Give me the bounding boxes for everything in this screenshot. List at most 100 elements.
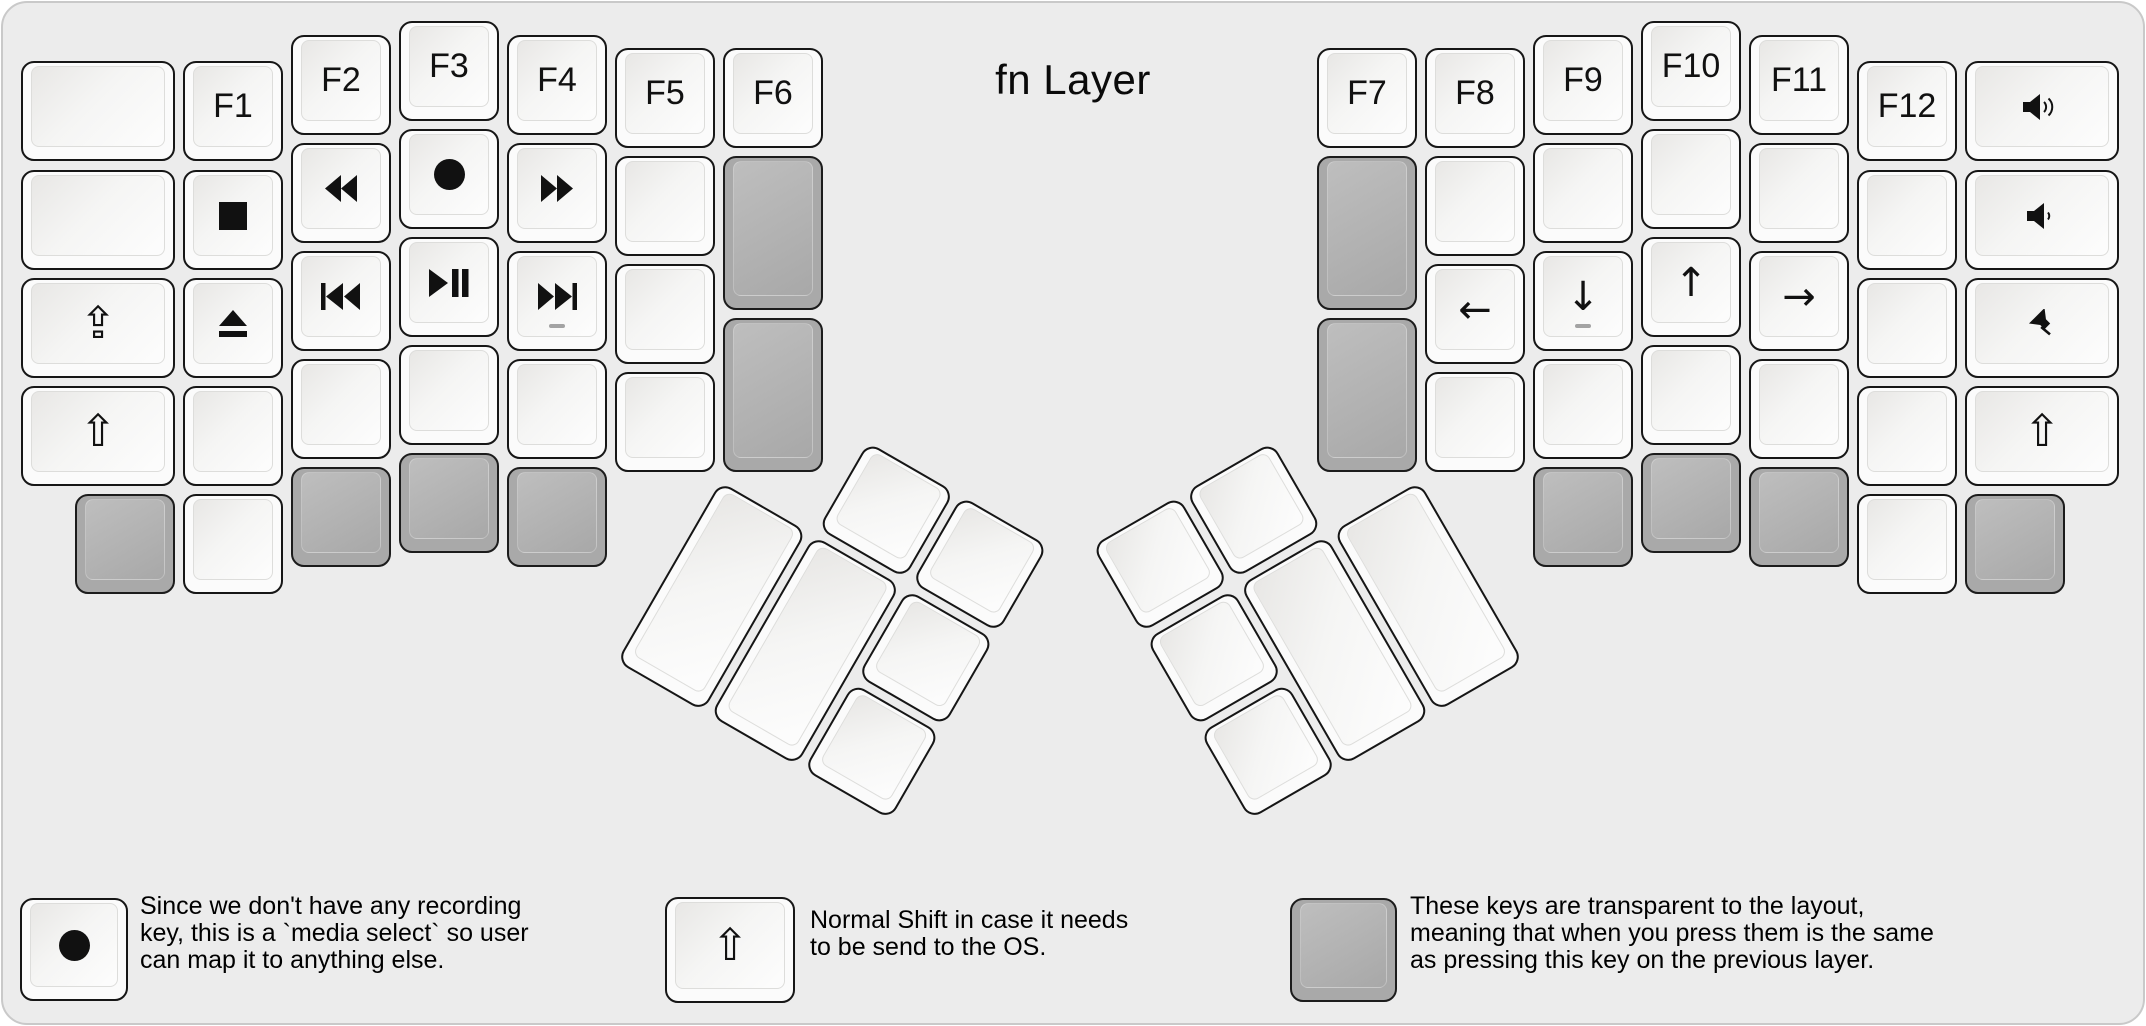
keycap: F6 xyxy=(733,53,813,134)
keycap xyxy=(517,472,597,553)
key-f3: F3 xyxy=(399,21,499,121)
key-f5: F5 xyxy=(615,48,715,148)
key-label-f3: F3 xyxy=(429,47,469,85)
eject-icon xyxy=(218,309,248,338)
key-blank xyxy=(183,386,283,486)
keycap: ⇪ xyxy=(31,283,165,364)
keycap xyxy=(409,134,489,215)
keycap xyxy=(1543,148,1623,229)
keycap: F3 xyxy=(409,26,489,107)
keycap xyxy=(1867,283,1947,364)
key-eject xyxy=(183,278,283,378)
volume-down-icon xyxy=(2027,202,2057,229)
keycap xyxy=(1327,161,1407,296)
keycap xyxy=(1651,458,1731,539)
shift-left-icon: ⇧ xyxy=(79,405,117,457)
key-arrow-right: → xyxy=(1749,251,1849,351)
arrow-down-icon: ↓ xyxy=(1566,273,1600,320)
keycap xyxy=(927,505,1037,616)
keycap xyxy=(873,598,983,709)
key-legend-record xyxy=(20,898,128,1001)
homing-bar xyxy=(1575,324,1591,328)
keycap xyxy=(1975,499,2055,580)
key-blank xyxy=(291,359,391,459)
keycap xyxy=(193,283,273,364)
keycap: F11 xyxy=(1759,40,1839,121)
record-icon xyxy=(433,159,465,190)
key-label-f4: F4 xyxy=(537,61,577,99)
keycap xyxy=(1435,161,1515,242)
legend-shift-icon: ⇧ xyxy=(711,919,749,971)
keycap: F9 xyxy=(1543,40,1623,121)
key-label-f7: F7 xyxy=(1347,74,1387,112)
key-f8: F8 xyxy=(1425,48,1525,148)
keycap: F12 xyxy=(1867,66,1947,147)
key-arrow-down: ↓ xyxy=(1533,251,1633,351)
key-blank xyxy=(1641,129,1741,229)
keycap xyxy=(833,451,944,562)
keycap xyxy=(517,256,597,337)
key-record xyxy=(399,129,499,229)
arrow-left-icon: ← xyxy=(1458,286,1492,333)
keycap: ⇧ xyxy=(31,391,165,472)
keycap xyxy=(1867,175,1947,256)
key-label-f1: F1 xyxy=(213,87,253,125)
keycap: F2 xyxy=(301,40,381,121)
keycap: ← xyxy=(1435,269,1515,350)
key-legend-shift: ⇧ xyxy=(665,897,795,1003)
keycap xyxy=(1196,451,1307,562)
keycap xyxy=(301,364,381,445)
keycap xyxy=(1975,283,2109,364)
key-blank xyxy=(1857,494,1957,594)
key-blank xyxy=(183,494,283,594)
key-blank xyxy=(1533,143,1633,243)
keycap xyxy=(409,458,489,539)
keycap xyxy=(301,256,381,337)
key-rewind xyxy=(291,143,391,243)
keycap xyxy=(625,161,705,242)
key-stop xyxy=(183,170,283,270)
key-label-f5: F5 xyxy=(645,74,685,112)
key-volume-down xyxy=(1965,170,2119,270)
keycap: F1 xyxy=(193,66,273,147)
legend-text-media-select: Since we don't have any recording key, t… xyxy=(140,892,529,974)
keycap xyxy=(301,472,381,553)
arrow-right-icon: → xyxy=(1782,273,1816,320)
keycap xyxy=(625,269,705,350)
key-next-track xyxy=(507,251,607,351)
key-f4: F4 xyxy=(507,35,607,135)
key-f1: F1 xyxy=(183,61,283,161)
key-blank xyxy=(21,61,175,161)
keycap xyxy=(625,377,705,458)
key-transparent xyxy=(291,467,391,567)
key-f2: F2 xyxy=(291,35,391,135)
keycap xyxy=(819,692,929,803)
key-transparent xyxy=(1749,467,1849,567)
key-volume-up xyxy=(1965,61,2119,161)
keycap xyxy=(1975,66,2109,147)
keycap xyxy=(517,148,597,229)
keycap: ⇧ xyxy=(1975,391,2109,472)
arrow-up-icon: ↑ xyxy=(1674,259,1708,306)
key-shift-right: ⇧ xyxy=(1965,386,2119,486)
keycap xyxy=(1435,377,1515,458)
key-f6: F6 xyxy=(723,48,823,148)
prev-track-icon xyxy=(321,283,361,310)
key-blank xyxy=(399,345,499,445)
key-transparent xyxy=(1533,467,1633,567)
key-transparent xyxy=(1641,453,1741,553)
key-prev-track xyxy=(291,251,391,351)
key-label-f6: F6 xyxy=(753,74,793,112)
key-transparent xyxy=(723,318,823,472)
key-f12: F12 xyxy=(1857,61,1957,161)
key-label-f11: F11 xyxy=(1770,61,1828,99)
rewind-icon xyxy=(324,175,358,202)
key-play-pause xyxy=(399,237,499,337)
keycap xyxy=(1975,175,2109,256)
key-transparent xyxy=(723,156,823,310)
key-legend-transparent xyxy=(1290,898,1397,1002)
keycap xyxy=(30,903,118,987)
key-caps-lock: ⇪ xyxy=(21,278,175,378)
